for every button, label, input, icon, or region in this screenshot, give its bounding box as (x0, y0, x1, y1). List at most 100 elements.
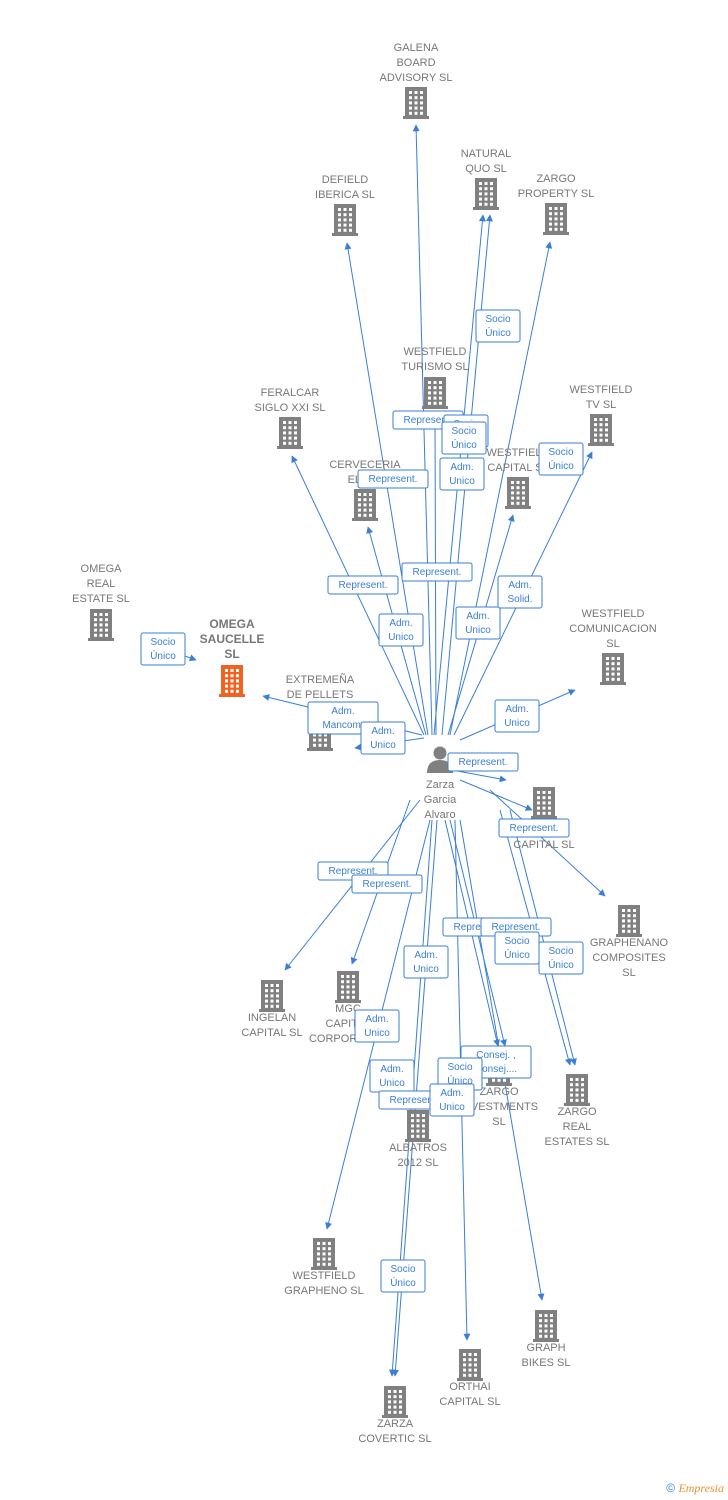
relation-label[interactable]: Represent. (498, 818, 570, 838)
relation-edge (344, 242, 429, 736)
relation-text: Adm. (505, 704, 528, 715)
company-icon[interactable] (505, 477, 531, 509)
relation-text: Mancom. (322, 720, 363, 731)
relations-layer: SocioÚnicoSocioÚnicoRepresent.SocioÚnico… (140, 309, 584, 1293)
node-label: QUO SL (465, 163, 507, 175)
company-icon[interactable] (531, 787, 557, 819)
node-label: ESTATE SL (72, 593, 130, 605)
relation-text: Socio (485, 314, 510, 325)
node-label: ZARGO (479, 1086, 519, 1098)
company-icon[interactable] (405, 1110, 431, 1142)
relation-text: Adm. (331, 706, 354, 717)
company-icon[interactable] (311, 1238, 337, 1270)
company-icon[interactable] (473, 178, 499, 210)
relation-text: Adm. (371, 726, 394, 737)
relation-text: Adm. (440, 1088, 463, 1099)
node-label: WESTFIELD (487, 447, 550, 459)
relation-label[interactable]: Represent. (447, 752, 519, 772)
company-icon[interactable] (403, 87, 429, 119)
node-label: ZARGO (536, 173, 576, 185)
relation-text: Unico (413, 964, 439, 975)
node-label: BIKES SL (522, 1357, 571, 1369)
node-label: CAPITAL SL (439, 1396, 500, 1408)
node-label: ALBATROS (389, 1142, 447, 1154)
relation-label[interactable]: Represent. (357, 469, 429, 489)
node-label: MGC (335, 1003, 361, 1015)
company-icon[interactable] (335, 971, 361, 1003)
node-label: ADVISORY SL (380, 72, 453, 84)
company-icon[interactable] (600, 653, 626, 685)
focus-company-icon[interactable] (219, 665, 245, 697)
company-icon[interactable] (382, 1386, 408, 1418)
node-label: ESTATES SL (544, 1136, 609, 1148)
relation-label[interactable]: Represent. (327, 575, 399, 595)
relation-edge (451, 769, 507, 783)
person-icon[interactable] (427, 746, 453, 774)
relation-label[interactable]: Adm. Unico (403, 945, 449, 979)
relation-text: Socio (451, 426, 476, 437)
node-label: REAL (563, 1121, 592, 1133)
node-label: OMEGA (81, 563, 123, 575)
relation-label[interactable]: Adm. Unico (494, 699, 540, 733)
node-label: BOARD (396, 57, 435, 69)
company-icon[interactable] (332, 204, 358, 236)
relation-text: Unico (449, 476, 475, 487)
node-label: Zarza (426, 779, 455, 791)
relation-text: Represent. (404, 415, 453, 426)
node-label: WESTFIELD (570, 384, 633, 396)
company-icon[interactable] (88, 609, 114, 641)
company-icon[interactable] (543, 203, 569, 235)
node-label: IBERICA SL (315, 189, 375, 201)
relation-label[interactable]: Adm.Unico (360, 721, 406, 755)
company-icon[interactable] (422, 377, 448, 409)
node-label: ZARGO (557, 1106, 597, 1118)
relation-text: Adm. (450, 462, 473, 473)
relation-text: Represent. (369, 474, 418, 485)
relation-edge (412, 124, 433, 736)
relation-text: Socio (548, 946, 573, 957)
relation-label[interactable]: Adm.Unico (455, 606, 501, 640)
node-label: COMPOSITES (592, 952, 665, 964)
company-icon[interactable] (588, 414, 614, 446)
node-label: WESTFIELD (404, 346, 467, 358)
relation-label[interactable]: Adm.Unico (378, 613, 424, 647)
company-icon[interactable] (533, 1310, 559, 1342)
node-label: TURISMO SL (401, 361, 468, 373)
node-label: GRAPHENO SL (284, 1285, 363, 1297)
node-label: ZARZA (377, 1418, 414, 1430)
relation-text: Único (548, 958, 574, 971)
node-label: SL (622, 967, 635, 979)
relation-label[interactable]: Adm. Unico (439, 457, 485, 491)
relation-label[interactable]: Represent. (351, 874, 423, 894)
relation-label[interactable]: Adm.Unico (369, 1059, 415, 1093)
relation-text: Unico (504, 718, 530, 729)
relation-text: Único (548, 459, 574, 472)
relation-text: Adm. (414, 950, 437, 961)
company-icon[interactable] (352, 489, 378, 521)
relation-label[interactable]: Adm.Unico (354, 1009, 400, 1043)
company-icon[interactable] (457, 1349, 483, 1381)
company-icon[interactable] (277, 417, 303, 449)
node-label: Garcia (424, 794, 457, 806)
relation-label[interactable]: Adm.Unico (429, 1083, 475, 1117)
company-icon[interactable] (564, 1074, 590, 1106)
relation-text: Represent. (390, 1095, 439, 1106)
relation-text: Consej.... (475, 1064, 517, 1075)
relation-text: Socio (150, 637, 175, 648)
relation-label[interactable]: Represent. (401, 562, 473, 582)
node-label: SL (606, 638, 619, 650)
relation-text: Represent. (510, 823, 559, 834)
company-icon[interactable] (616, 905, 642, 937)
company-icon[interactable] (259, 980, 285, 1012)
relation-edge (489, 789, 606, 897)
relation-label[interactable]: Adm.Solid. (497, 575, 543, 609)
node-label: ORTHAI (449, 1381, 490, 1393)
